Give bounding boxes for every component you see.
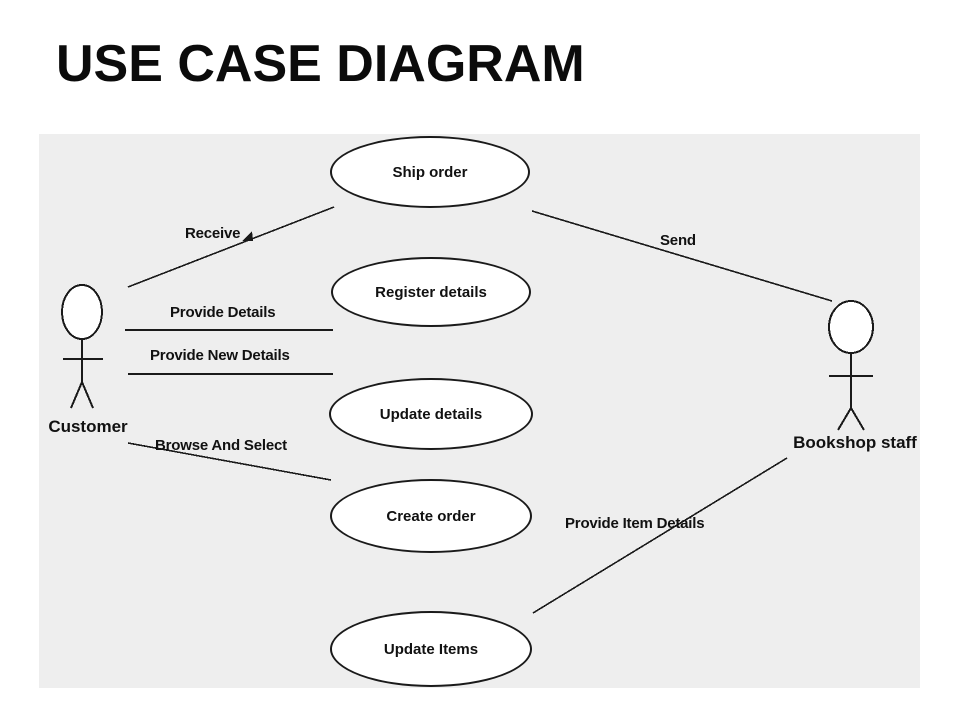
usecase-update-details: Update details [329,378,533,450]
edge-label-provide-item-details: Provide Item Details [565,515,705,532]
customer-head [61,284,103,340]
bookshop-staff-head [828,300,874,354]
actor-label-customer: Customer [48,417,128,436]
usecase-create-order: Create order [330,479,532,553]
bookshop-staff-left-leg [837,407,852,431]
usecase-register-details: Register details [331,257,531,327]
page-title: USE CASE DIAGRAM [56,35,585,93]
usecase-label: Update Items [383,640,479,658]
usecase-ship-order: Ship order [330,136,530,208]
actor-label-bookshop-staff: Bookshop staff [793,433,917,452]
edge-label-receive: Receive [185,225,241,242]
bookshop-staff-right-leg [850,407,865,431]
edge-browse-and-select-line [127,442,332,481]
usecase-label: Ship order [392,163,468,181]
edge-receive-line [127,206,335,288]
diagram-canvas [61,206,874,614]
mouse-cursor-icon [242,231,253,241]
edge-label-provide-new-details: Provide New Details [150,347,290,364]
customer-right-leg [81,381,94,409]
edge-label-provide-details: Provide Details [170,304,276,321]
customer-left-leg [70,381,83,409]
customer-actor-figure [61,284,103,409]
usecase-update-items: Update Items [330,611,532,687]
diagram-panel: Ship order Register details Update detai… [39,134,920,688]
usecase-label: Update details [379,405,483,423]
usecase-label: Create order [386,507,476,525]
edge-label-browse-and-select: Browse And Select [155,437,287,454]
usecase-label: Register details [375,283,487,301]
edge-send-line [531,210,833,302]
edge-label-send: Send [660,232,696,249]
bookshop-staff-actor-figure [828,300,874,431]
edge-provide-item-details-line [532,457,788,614]
